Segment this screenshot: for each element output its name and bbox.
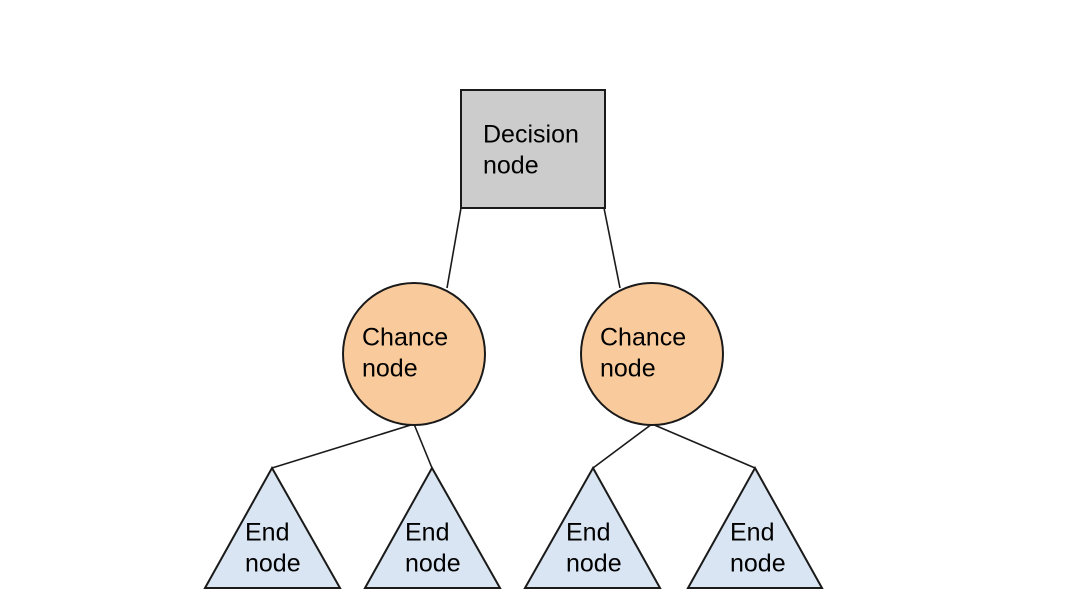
edge-group bbox=[271, 207, 756, 469]
edge-chance-left-to-end-1 bbox=[271, 423, 415, 469]
chance-node-right-label-line1: Chance bbox=[600, 324, 686, 352]
end-node-4[interactable]: End node bbox=[686, 465, 824, 589]
decision-node-label-line1: Decision bbox=[483, 121, 579, 149]
chance-node-right-circle[interactable] bbox=[580, 282, 724, 426]
end-node-3[interactable]: End node bbox=[523, 465, 662, 589]
end-node-3-triangle[interactable] bbox=[523, 465, 662, 589]
end-node-2[interactable]: End node bbox=[363, 465, 502, 589]
decision-node-label-line2: node bbox=[483, 152, 539, 180]
edge-chance-right-to-end-3 bbox=[592, 423, 653, 469]
end-node-1[interactable]: End node bbox=[203, 465, 342, 589]
end-node-2-triangle[interactable] bbox=[363, 465, 502, 589]
edge-chance-left-to-end-2 bbox=[413, 423, 433, 469]
end-node-4-triangle[interactable] bbox=[686, 465, 824, 589]
chance-node-left-circle[interactable] bbox=[342, 282, 486, 426]
chance-node-left[interactable]: Chance node bbox=[342, 282, 486, 426]
chance-node-left-label-line1: Chance bbox=[362, 324, 448, 352]
end-node-4-label-line1: End bbox=[730, 519, 774, 547]
edge-decision-to-chance-right bbox=[603, 207, 621, 289]
end-node-1-label-line2: node bbox=[245, 550, 301, 578]
edge-chance-right-to-end-4 bbox=[651, 423, 756, 469]
decision-node-rectangle[interactable] bbox=[460, 89, 606, 209]
end-node-3-label-line1: End bbox=[566, 519, 610, 547]
chance-node-right[interactable]: Chance node bbox=[580, 282, 724, 426]
decision-node[interactable]: Decision node bbox=[460, 89, 606, 209]
end-node-3-label-line2: node bbox=[566, 550, 622, 578]
edge-decision-to-chance-left bbox=[446, 207, 462, 289]
chance-node-right-label-line2: node bbox=[600, 355, 656, 383]
chance-node-left-label-line2: node bbox=[362, 355, 418, 383]
end-node-2-label-line2: node bbox=[405, 550, 461, 578]
end-node-4-label-line2: node bbox=[730, 550, 786, 578]
end-node-1-label-line1: End bbox=[245, 519, 289, 547]
end-node-2-label-line1: End bbox=[405, 519, 449, 547]
end-node-1-triangle[interactable] bbox=[203, 465, 342, 589]
